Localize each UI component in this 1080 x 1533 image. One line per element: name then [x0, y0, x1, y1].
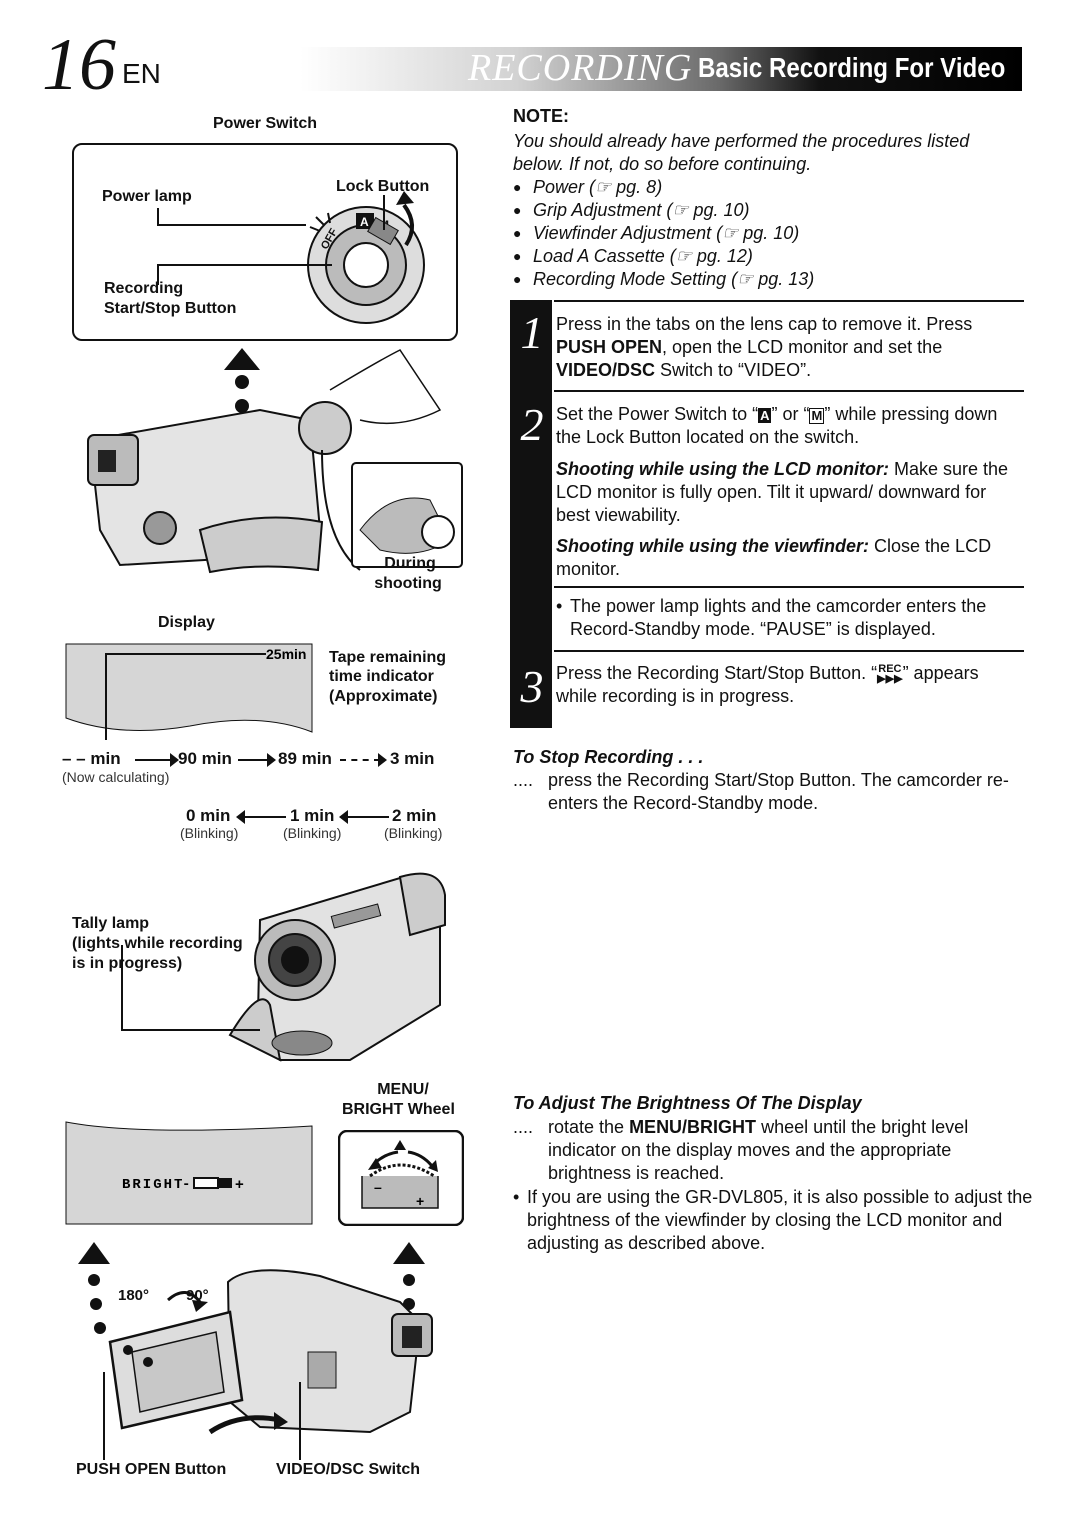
bright-plus: +: [235, 1176, 244, 1193]
camcorder-front-illustration: [121, 872, 446, 1062]
step-sidebar: [510, 300, 552, 728]
note-item: Load A Cassette (☞ pg. 12): [513, 245, 1023, 268]
seq-0: 0 min: [186, 806, 231, 825]
tape-readout: 25min: [266, 646, 306, 662]
angle-180: 180°: [118, 1287, 150, 1304]
seq-3: 3 min: [390, 749, 435, 768]
power-dial-illustration: A M OFF: [157, 191, 425, 324]
mode-m-icon: M: [809, 408, 825, 424]
header-bar: [300, 47, 1022, 91]
seq-89: 89 min: [278, 749, 332, 768]
brightness-heading: To Adjust The Brightness Of The Display: [513, 1093, 862, 1113]
page-subtitle: Basic Recording For Video: [698, 52, 1006, 83]
stop-heading: To Stop Recording . . .: [513, 747, 704, 767]
display-screen: 25min: [65, 643, 313, 740]
note-item: Power (☞ pg. 8): [513, 176, 1023, 199]
display-title: Display: [158, 614, 215, 631]
step-2-bullet: •The power lamp lights and the camcorder…: [556, 596, 987, 639]
power-switch-figure: A M OFF Power lamp Lock Button Recording…: [72, 143, 458, 341]
tape-label-1: Tape remaining: [329, 649, 447, 666]
bright-wheel-illustration: – +: [338, 1130, 464, 1226]
step-1-text: Press in the tabs on the lens cap to rem…: [556, 314, 973, 380]
camcorder-side-illustration: [87, 348, 463, 574]
note-item: Viewfinder Adjustment (☞ pg. 10): [513, 222, 1023, 245]
seq-arrow-1: [135, 759, 173, 761]
note-intro: You should already have performed the pr…: [513, 131, 970, 174]
brightness-text: rotate the MENU/BRIGHT wheel until the b…: [548, 1117, 969, 1183]
step-2-lcd-note: Shooting while using the LCD monitor: Ma…: [556, 459, 1009, 525]
power-lamp-label: Power lamp: [102, 188, 192, 205]
tally-label-1: Tally lamp: [72, 915, 150, 932]
stop-text: press the Recording Start/Stop Button. T…: [548, 770, 1009, 813]
menu-label-1: MENU/: [377, 1081, 429, 1098]
push-open-label: PUSH OPEN Button: [76, 1461, 227, 1478]
step-2-vf-note: Shooting while using the viewfinder: Clo…: [556, 536, 992, 579]
seq-2: 2 min: [392, 806, 437, 825]
seq-1: 1 min: [290, 806, 335, 825]
rec-label-2: Start/Stop Button: [104, 300, 237, 317]
during-label-1: During: [384, 555, 436, 572]
brightness-dots: ....: [513, 1117, 534, 1137]
wheel-minus: –: [374, 1179, 382, 1195]
angle-90: 90°: [186, 1287, 209, 1304]
mode-a-icon: A: [758, 408, 772, 423]
tape-label-3: (Approximate): [329, 688, 438, 705]
dial-a-mark: A: [360, 215, 369, 229]
step-2-number: 2: [520, 399, 544, 450]
now-calculating: (Now calculating): [62, 769, 170, 785]
note-heading: NOTE:: [513, 106, 569, 126]
bright-display-screen: BRIGHT - +: [65, 1121, 313, 1225]
video-dsc-label: VIDEO/DSC Switch: [276, 1461, 421, 1478]
step-3-number: 3: [520, 661, 544, 712]
step-3-text: Press the Recording Start/Stop Button. “…: [556, 663, 979, 706]
note-list: Power (☞ pg. 8) Grip Adjustment (☞ pg. 1…: [513, 176, 1023, 291]
tally-label-2: (lights while recording: [72, 935, 243, 952]
tape-label-2: time indicator: [329, 668, 434, 685]
page-number: 16: [42, 24, 116, 106]
seq-90: 90 min: [178, 749, 232, 768]
svg-text:-: -: [182, 1177, 190, 1193]
menu-label-2: BRIGHT Wheel: [342, 1101, 455, 1118]
camcorder-lcd-illustration: [78, 1242, 433, 1460]
power-switch-title: Power Switch: [213, 115, 318, 132]
stop-dots: ....: [513, 770, 534, 790]
during-label-2: shooting: [374, 575, 442, 592]
section-title: RECORDING: [468, 47, 693, 89]
blink-1: (Blinking): [283, 825, 342, 841]
wheel-plus: +: [416, 1193, 424, 1209]
brightness-bullet: •If you are using the GR-DVL805, it is a…: [513, 1187, 1033, 1253]
step-2-text: Set the Power Switch to “A” or “M” while…: [556, 404, 998, 447]
rec-indicator-icon: REC▶▶▶: [877, 663, 903, 686]
step-1-number: 1: [520, 307, 544, 358]
note-item: Recording Mode Setting (☞ pg. 13): [513, 268, 1023, 291]
blink-2: (Blinking): [384, 825, 443, 841]
rec-label-1: Recording: [104, 280, 184, 297]
bright-label: BRIGHT: [122, 1177, 184, 1193]
blink-0: (Blinking): [180, 825, 239, 841]
lock-button-label: Lock Button: [336, 178, 430, 195]
note-item: Grip Adjustment (☞ pg. 10): [513, 199, 1023, 222]
page-language: EN: [122, 58, 161, 89]
tally-label-3: is in progress): [72, 955, 183, 972]
seq-unknown: – – min: [62, 749, 121, 768]
